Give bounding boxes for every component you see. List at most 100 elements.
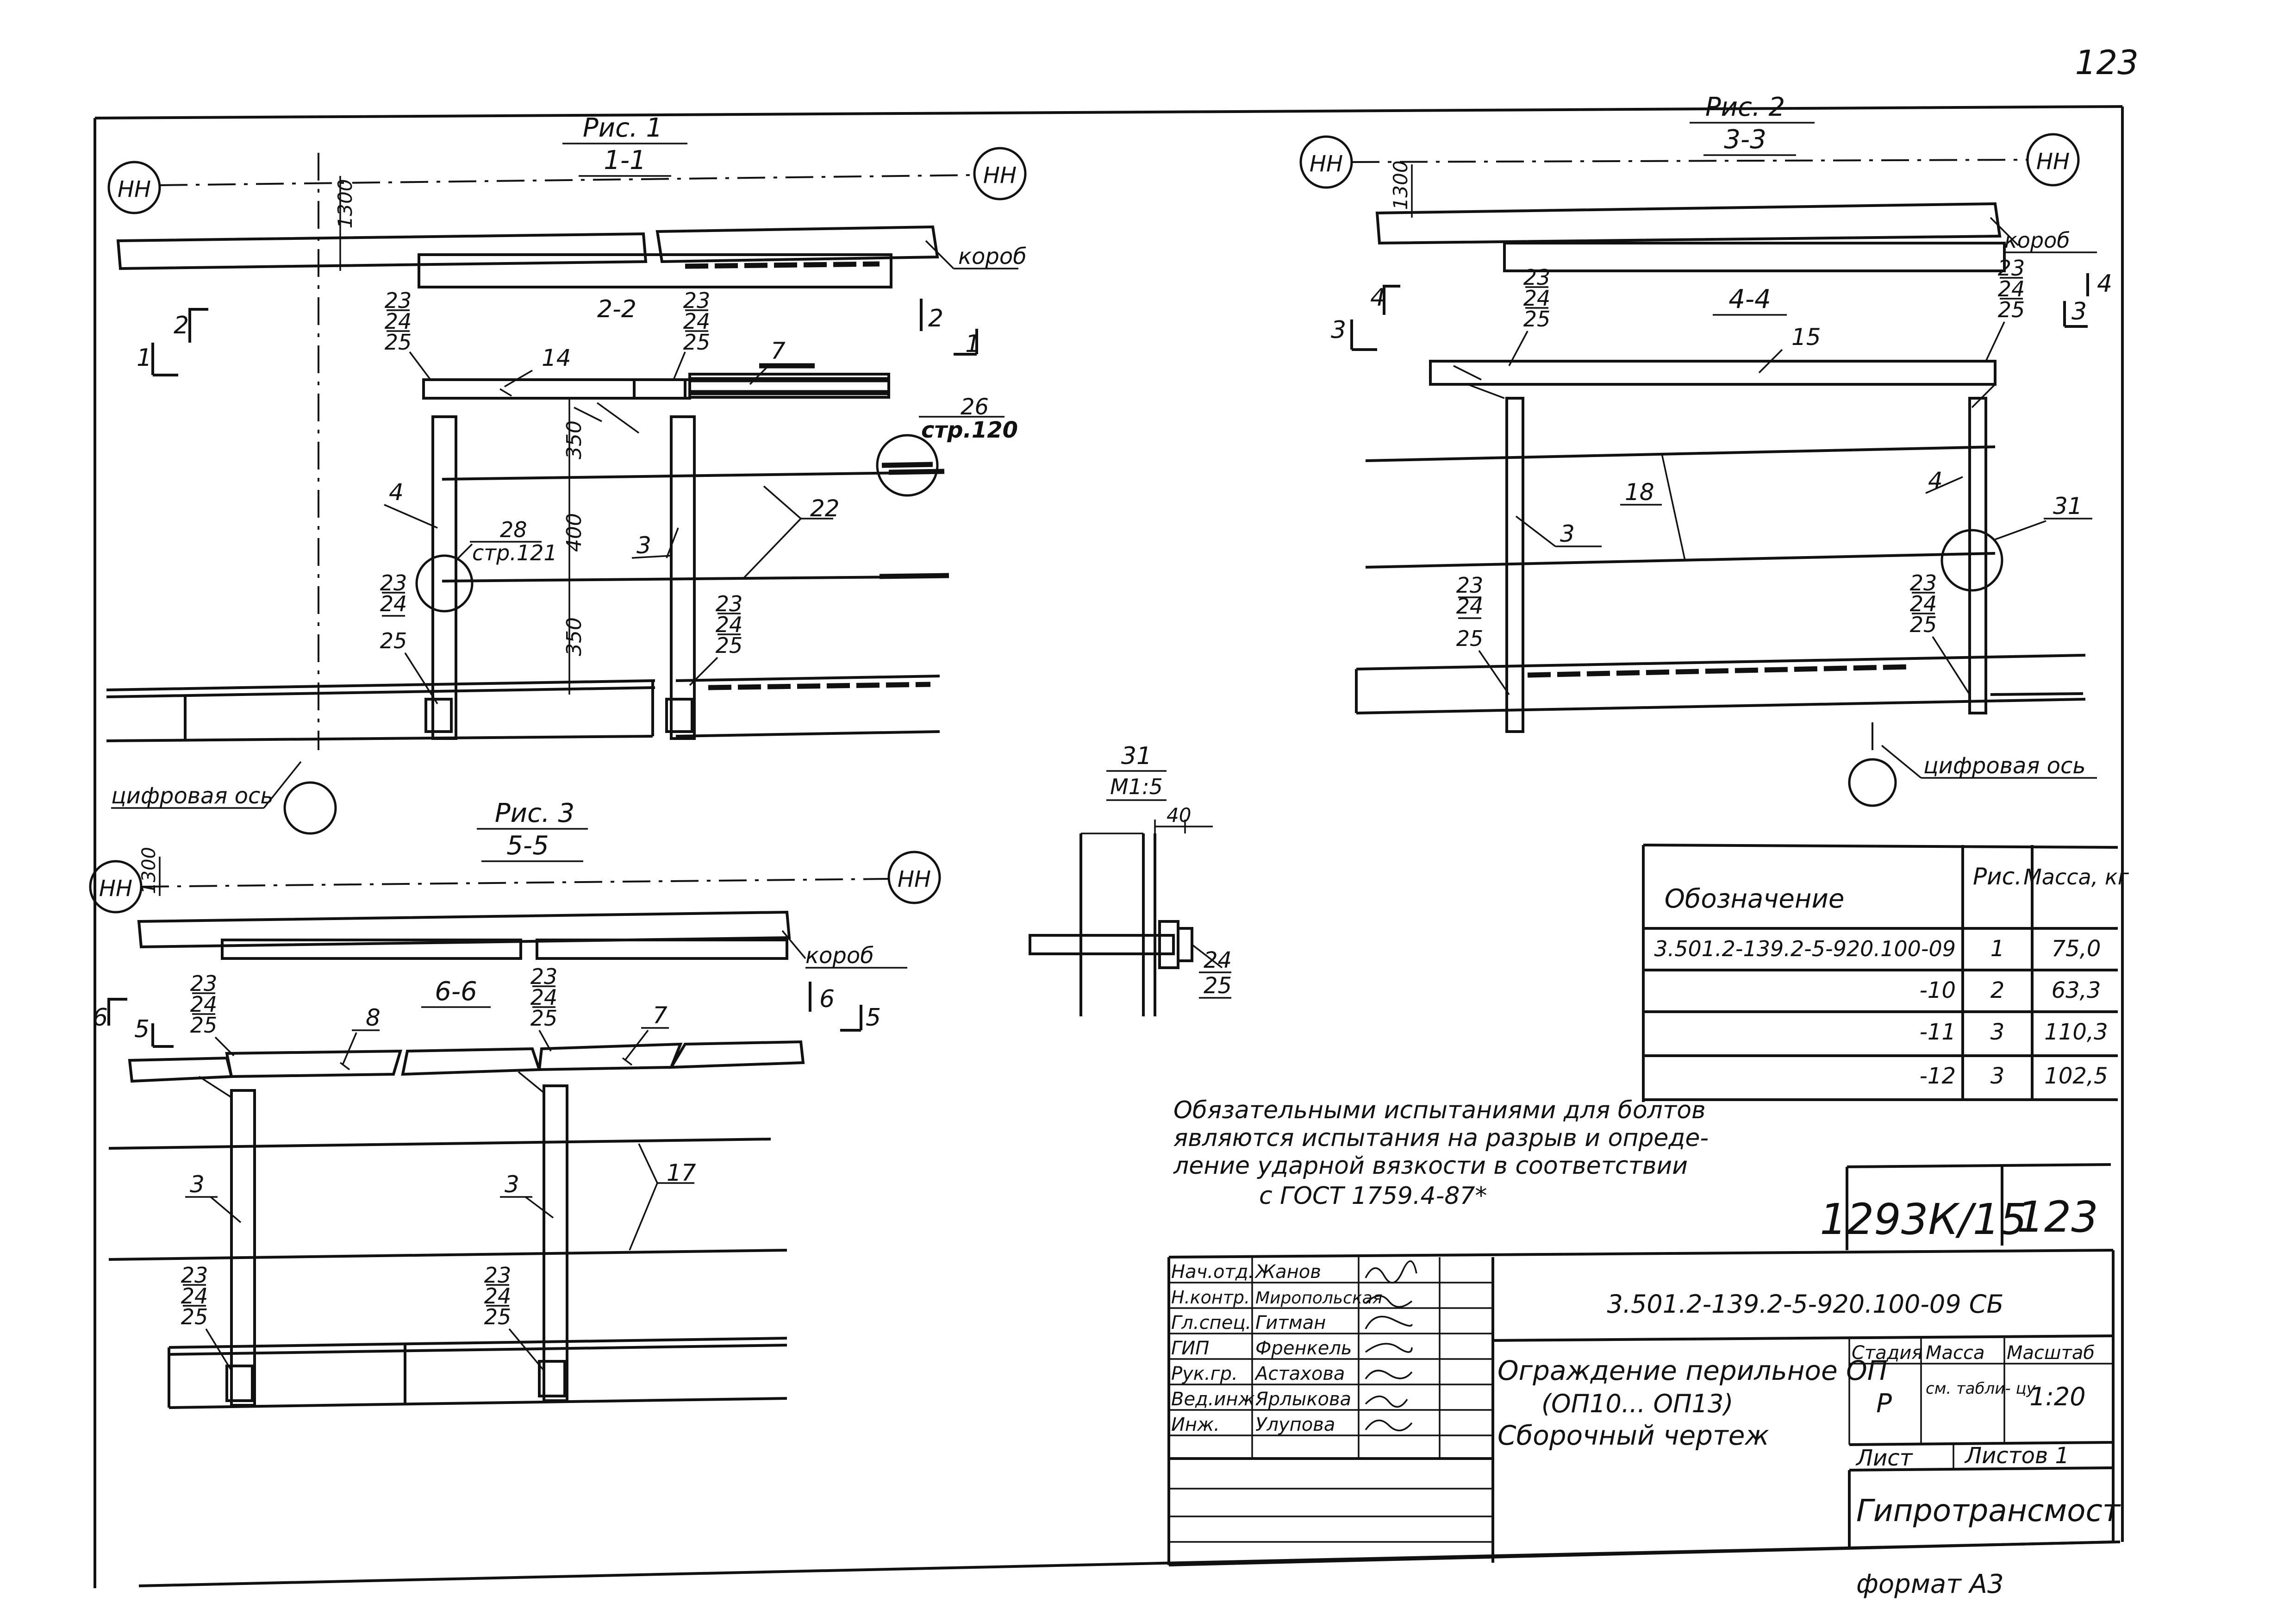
fig1-pos-14: 14 (542, 344, 571, 371)
svg-text:23: 23 (1910, 570, 1937, 595)
fig1-ref-26: 26 (961, 394, 989, 420)
tb-title-line-2: (ОП10... ОП13) (1541, 1389, 1733, 1418)
title-block: Нач.отд. Жанов Н.контр. Миропольская Гл.… (1167, 1249, 2121, 1566)
figure-3: Рис. 3 5-5 НН НН 1300 короб 6 5 6-6 6 5 … (89, 798, 941, 1409)
svg-text:25: 25 (716, 633, 743, 658)
signature-3 (1365, 1315, 1413, 1329)
svg-text:25: 25 (1910, 612, 1937, 637)
tb-mass-label: Масса (1926, 1342, 1985, 1364)
fig1-pos-22: 22 (810, 495, 840, 522)
spec-r1-mass: 75,0 (2052, 936, 2101, 962)
fig1-section-label: 1-1 (604, 145, 646, 175)
svg-text:23: 23 (1456, 573, 1484, 598)
fig3-dim-top: 1300 (138, 847, 160, 894)
fig2-section-44: 4-4 (1728, 284, 1771, 314)
svg-text:23: 23 (683, 288, 711, 313)
svg-text:24: 24 (181, 1284, 208, 1309)
figure-2: Рис. 2 3-3 НН НН 1300 короб 4 3 4-4 4 3 … (1299, 92, 2112, 807)
fig1-pos-7: 7 (771, 338, 786, 364)
svg-text:24: 24 (530, 985, 558, 1010)
detail31-title: 31 (1121, 742, 1152, 770)
fig3-bolt-stack-top-left: 23 24 25 (190, 971, 235, 1057)
note-line-4: с ГОСТ 1759.4-87* (1259, 1182, 1487, 1210)
fig2-pos-15: 15 (1791, 324, 1821, 351)
fig2-bolt-stack-left: 23 24 25 (1508, 265, 1551, 366)
svg-text:23: 23 (380, 570, 407, 595)
spec-r2-fig: 2 (1990, 977, 2005, 1003)
fig1-digital-axis: цифровая ось (111, 783, 274, 809)
detail-31: 31 М1:5 40 24 25 (1029, 742, 1232, 1016)
tb-organization: Гипротрансмост (1856, 1493, 2121, 1528)
svg-text:25: 25 (181, 1304, 208, 1329)
note-line-3: ление ударной вязкости в соответствии (1173, 1152, 1688, 1180)
fig2-section-label: 3-3 (1724, 125, 1766, 155)
fig3-pos-3-right: 3 (505, 1171, 519, 1198)
svg-text:24: 24 (1523, 286, 1551, 311)
tb-doc-code: 3.501.2-139.2-5-920.100-09 СБ (1607, 1290, 2004, 1319)
tb-title-line-1: Ограждение перильное ОП (1497, 1355, 1887, 1386)
svg-text:23: 23 (530, 964, 558, 989)
signature-6 (1365, 1395, 1408, 1408)
spec-header-mass: Масса, кг (2023, 864, 2129, 889)
fig1-mark-2-right: 2 (928, 305, 943, 332)
fig1-ref-28-page: стр.121 (472, 540, 557, 565)
fig2-mark-3-right: 3 (2071, 298, 2087, 326)
note-line-1: Обязательными испытаниями для болтов (1173, 1096, 1706, 1124)
tb-scale-label: Масштаб (2007, 1342, 2095, 1364)
svg-text:25: 25 (1998, 297, 2025, 322)
fig1-pos-3: 3 (636, 532, 651, 559)
fig2-mark-4-right: 4 (2097, 270, 2112, 298)
fig3-bolt-stack-bottom-left: 23 24 25 (181, 1263, 232, 1371)
tb-title-line-3: Сборочный чертеж (1497, 1420, 1769, 1451)
fig3-axis-marker-right: НН (898, 866, 931, 892)
spec-r1-fig: 1 (1990, 936, 2005, 962)
spec-r4-designation: -12 (1920, 1063, 1956, 1089)
tb-role-7: Инж. (1171, 1414, 1220, 1435)
svg-text:25: 25 (683, 330, 711, 355)
fig2-title: Рис. 2 (1705, 92, 1785, 122)
fig3-mark-6: 6 (93, 1004, 108, 1032)
fig2-axis-marker-left: НН (1310, 151, 1343, 177)
page-number: 123 (2075, 43, 2139, 82)
spec-r3-fig: 3 (1990, 1019, 2005, 1045)
tb-sheet-label: Лист (1855, 1445, 1914, 1471)
svg-text:24: 24 (716, 612, 743, 637)
fig1-mark-2-left: 2 (174, 312, 189, 339)
spec-r2-mass: 63,3 (2052, 977, 2101, 1003)
fig2-pos-18: 18 (1625, 479, 1654, 506)
signature-2 (1365, 1295, 1413, 1308)
fig2-bolt-stack-bottom-right: 23 24 25 (1910, 570, 1971, 695)
fig3-section-66: 6-6 (435, 977, 477, 1007)
fig1-dim-3: 350 (562, 617, 586, 656)
fig1-mark-1-left: 1 (137, 344, 152, 372)
detail31-scale: М1:5 (1110, 774, 1163, 799)
fig1-ref-28: 28 (500, 517, 527, 542)
fig3-mark-6-right: 6 (819, 985, 835, 1013)
detail31-pos-24: 24 (1204, 947, 1232, 973)
spec-r1-designation: 3.501.2-139.2-5-920.100-09 (1654, 936, 1956, 961)
tb-name-2: Миропольская (1255, 1289, 1382, 1308)
fig3-axis-marker-left: НН (99, 876, 132, 902)
fig3-pos-8: 8 (366, 1004, 381, 1031)
svg-text:25: 25 (190, 1013, 218, 1038)
spec-r3-designation: -11 (1920, 1019, 1956, 1045)
detail31-pos-25: 25 (1204, 973, 1232, 999)
fig2-dim-top: 1300 (1389, 161, 1412, 210)
fig3-bolt-stack-top-right: 23 24 25 (530, 964, 558, 1052)
tb-mass: см. табли- цу (1926, 1379, 2036, 1398)
spec-r4-mass: 102,5 (2044, 1063, 2108, 1089)
fig3-pos-3-left: 3 (190, 1171, 205, 1198)
tb-scale: 1:20 (2029, 1382, 2085, 1411)
svg-text:25: 25 (530, 1006, 558, 1031)
svg-text:24: 24 (1998, 276, 2025, 301)
fig3-korob-label: короб (805, 943, 874, 969)
tb-role-5: Рук.гр. (1171, 1363, 1238, 1384)
fig1-ref-26-page: стр.120 (921, 417, 1018, 443)
tb-name-4: Френкель (1255, 1338, 1352, 1359)
fig3-pos-17: 17 (667, 1159, 696, 1186)
fig1-bolt-stack-bottom-right: 23 24 25 (689, 591, 743, 686)
svg-text:23: 23 (1998, 256, 2025, 281)
svg-text:23: 23 (716, 591, 743, 616)
note-line-2: являются испытания на разрыв и опреде- (1173, 1124, 1709, 1152)
album-stamp: 1293К/15 123 (1820, 1163, 2111, 1250)
